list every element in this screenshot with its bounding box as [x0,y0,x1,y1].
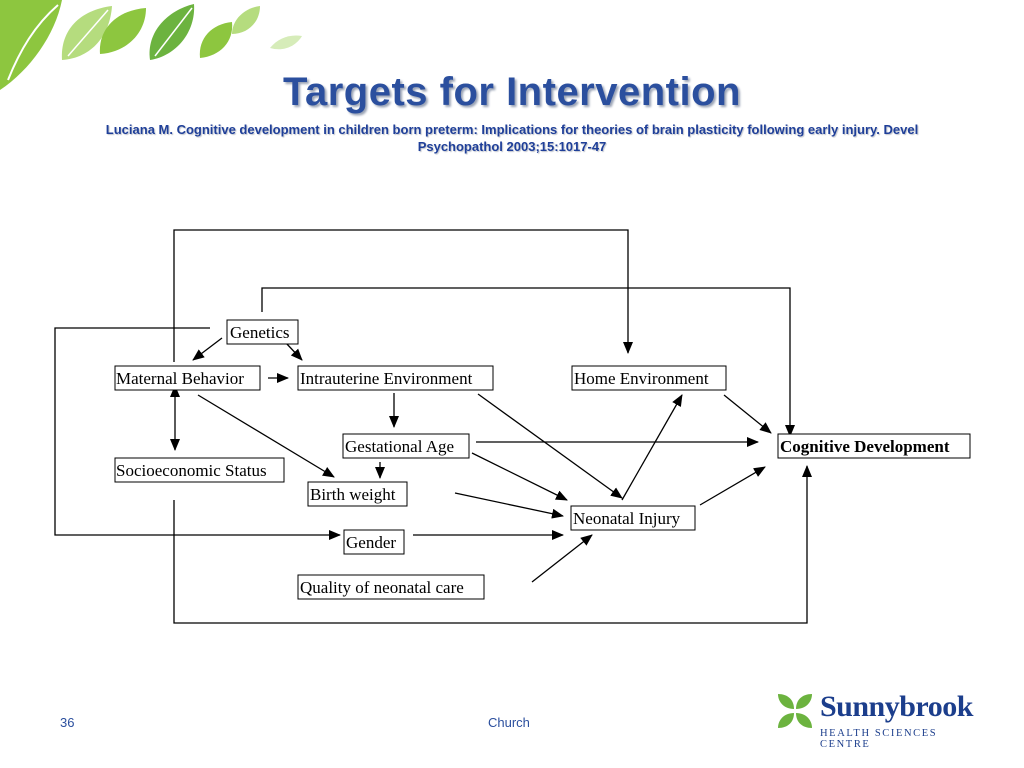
node-quality-of-neonatal-care: Quality of neonatal care [300,578,464,597]
node-socioeconomic-status: Socioeconomic Status [116,461,267,480]
edge-genetics-to-gender [54,327,341,540]
node-gestational-age: Gestational Age [345,437,454,456]
node-maternal-behavior: Maternal Behavior [116,369,244,388]
logo-subtitle: HEALTH SCIENCES CENTRE [820,728,938,750]
citation-line-1: Luciana M. Cognitive development in chil… [105,122,919,137]
node-cognitive-development-box [777,433,971,459]
edge-ses-to-cognitive [173,465,812,624]
edge-maternal-to-home [173,229,633,362]
edge-maternal-to-birthweight [197,394,335,478]
edge-home-to-cognitive [723,394,772,434]
node-neonatal-injury-box [570,505,696,531]
edge-quality-to-neonatal [531,534,593,583]
slide-number: 36 [60,715,75,730]
citation: Luciana M. Cognitive development in chil… [60,121,964,155]
edge-genetics-to-cognitive [261,287,795,437]
edge-birthweight-to-neonatal [454,492,564,519]
node-birth-weight: Birth weight [310,485,396,504]
node-gender: Gender [346,533,396,552]
node-home-environment: Home Environment [574,369,709,388]
sunnybrook-logo: Sunnybrook HEALTH SCIENCES CENTRE [776,690,991,750]
slide-title: Targets for Intervention [283,70,741,114]
node-cognitive-development: Cognitive Development [780,437,950,456]
footer-text: Church [488,715,530,730]
node-birth-weight-box [307,481,408,507]
node-gestational-age-box [342,433,470,459]
node-genetics: Genetics [230,323,289,342]
citation-line-2: Psychopathol 2003;15:1017-47 [417,139,607,154]
node-neonatal-injury: Neonatal Injury [573,509,681,528]
edge-genetics-to-intrauterine [285,342,303,361]
edge-gestational-to-neonatal [471,452,568,501]
node-socioeconomic-box [114,457,285,483]
node-gender-box [343,529,405,555]
node-maternal-behavior-box [114,365,261,391]
edge-genetics-to-maternal [192,337,223,361]
leaf-logo-icon [778,694,812,728]
node-intrauterine-environment: Intrauterine Environment [300,369,473,388]
node-intrauterine-box [297,365,494,391]
edge-neonatal-to-home [621,394,683,501]
node-genetics-box [226,319,299,345]
edge-intrauterine-to-neonatal [477,393,623,499]
decorative-leaves [0,0,302,90]
node-home-environment-box [571,365,727,391]
logo-name: Sunnybrook [820,690,973,723]
node-quality-care-box [297,574,485,600]
edge-neonatal-to-cognitive [699,466,766,506]
